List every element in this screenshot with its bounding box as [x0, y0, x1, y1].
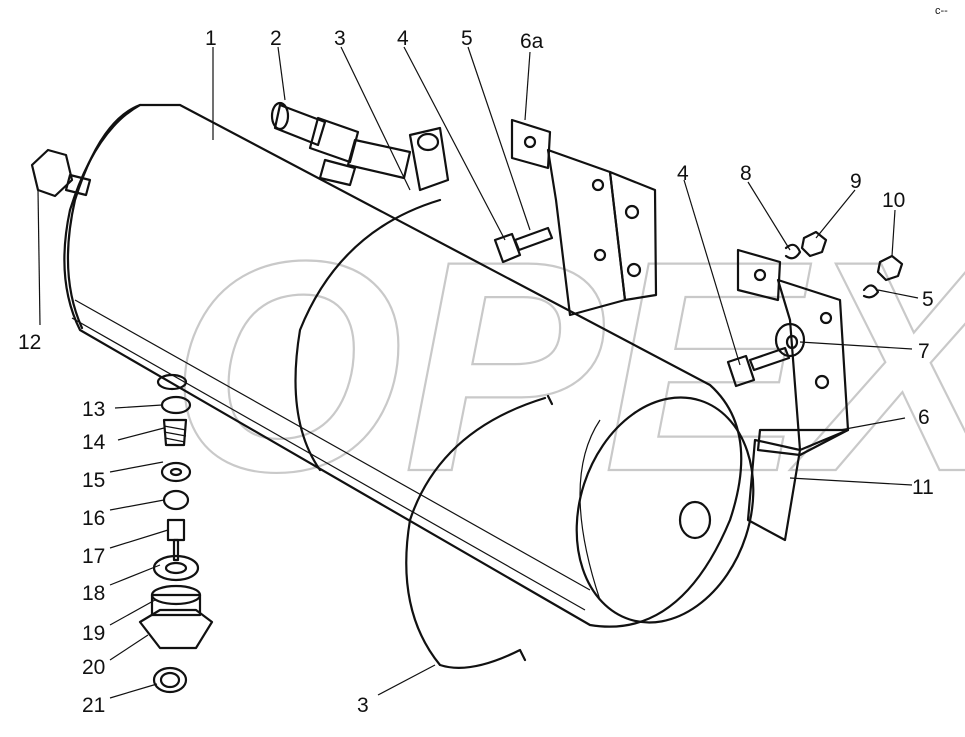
label-13: 13 [82, 398, 105, 421]
label-5-right: 5 [922, 288, 934, 311]
callout-labels: 1 2 3 4 5 6a 4 8 9 10 5 7 6 11 12 13 14 … [18, 27, 934, 717]
strap-3 [294, 198, 554, 669]
spring-14 [162, 418, 188, 447]
valve-17 [166, 518, 186, 542]
bracket-6a [510, 118, 658, 317]
bushing-19 [150, 593, 202, 617]
label-14: 14 [82, 431, 106, 454]
label-4-right: 4 [677, 162, 689, 185]
bracket-6 [736, 248, 850, 542]
nut-9 [800, 230, 828, 258]
label-8: 8 [740, 162, 752, 185]
spring-washer-5 [862, 284, 880, 299]
label-19: 19 [82, 622, 105, 645]
label-2: 2 [270, 27, 282, 50]
label-6: 6 [918, 406, 930, 429]
label-7: 7 [918, 340, 930, 363]
label-21: 21 [82, 694, 105, 717]
spring-washer-8 [784, 243, 802, 260]
label-12: 12 [18, 331, 41, 354]
label-10: 10 [882, 189, 905, 212]
air-tank [63, 103, 755, 628]
watermark: OPEX [169, 197, 965, 535]
label-5-top: 5 [461, 27, 473, 50]
bolt-4-upper [493, 226, 554, 264]
label-16: 16 [82, 507, 105, 530]
end-fitting-12 [30, 148, 92, 198]
leader-lines [37, 46, 919, 699]
label-1: 1 [205, 27, 217, 50]
washer-7 [774, 322, 806, 358]
label-3-bottom: 3 [357, 694, 369, 717]
bolt-4-lower [726, 322, 806, 388]
watermark-text: OPEX [170, 198, 965, 534]
drain-valve-stack [138, 395, 214, 694]
label-20: 20 [82, 656, 105, 679]
label-18: 18 [82, 582, 105, 605]
label-6a: 6a [520, 30, 544, 53]
valve-assembly [270, 101, 450, 192]
label-9: 9 [850, 170, 862, 193]
label-4-top: 4 [397, 27, 409, 50]
label-17: 17 [82, 545, 105, 568]
label-11: 11 [912, 476, 934, 499]
label-15: 15 [82, 469, 105, 492]
washer-15 [160, 461, 192, 483]
label-3-top: 3 [334, 27, 346, 50]
body-20 [138, 608, 214, 650]
corner-mark: c-- [935, 5, 948, 17]
gasket-21 [152, 666, 188, 694]
